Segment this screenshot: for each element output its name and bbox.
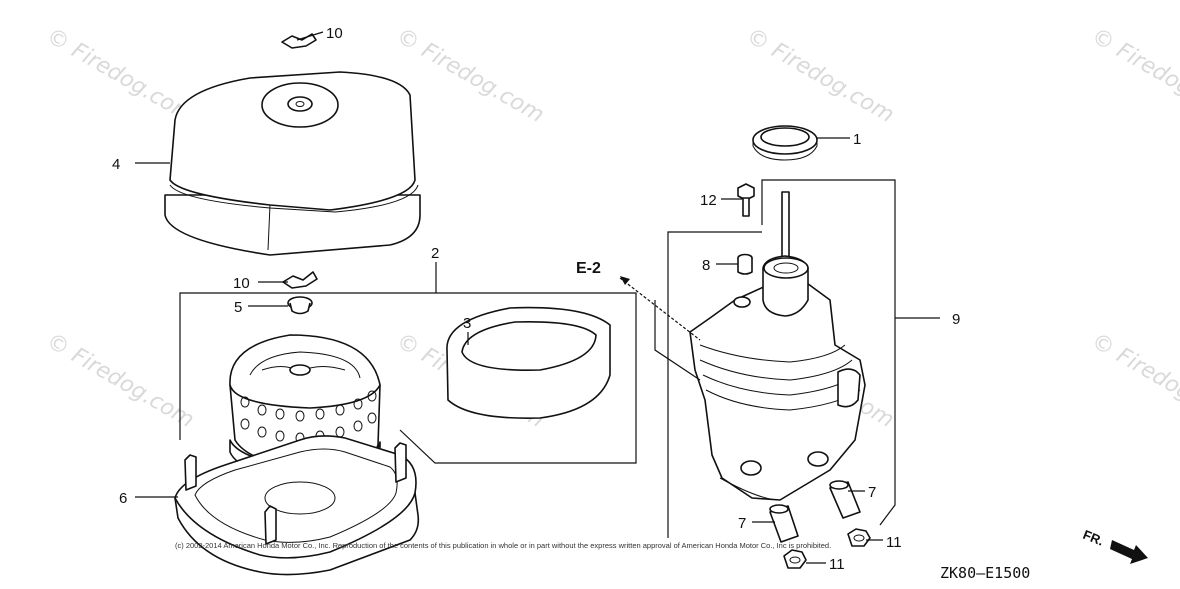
reference-label: E-2 bbox=[576, 260, 601, 277]
watermark: © Firedog.com bbox=[42, 24, 198, 129]
air-cleaner-cover bbox=[164, 71, 421, 256]
sleeve-upper bbox=[829, 480, 861, 519]
wing-nut-lower bbox=[282, 271, 318, 289]
callout-11-lower: 11 bbox=[829, 556, 845, 573]
callout-11-upper: 11 bbox=[886, 534, 902, 551]
callout-10-top: 10 bbox=[326, 25, 343, 42]
callout-2: 2 bbox=[431, 245, 439, 262]
callout-6: 6 bbox=[119, 490, 127, 507]
flange-nut-upper bbox=[847, 528, 871, 547]
reference-arrow bbox=[619, 276, 701, 381]
front-arrow-icon bbox=[1110, 540, 1148, 564]
callout-7-upper: 7 bbox=[868, 484, 876, 501]
seal-ring bbox=[752, 125, 818, 161]
front-direction-indicator: FR. bbox=[1081, 527, 1148, 564]
front-label: FR. bbox=[1081, 527, 1106, 549]
air-cleaner-case bbox=[174, 435, 420, 576]
diagram-code: ZK80—E1500 bbox=[940, 564, 1030, 582]
callout-9: 9 bbox=[952, 311, 960, 328]
foam-element bbox=[446, 306, 611, 419]
sleeve-lower bbox=[769, 504, 799, 543]
group-bracket-2 bbox=[179, 292, 637, 464]
callout-12: 12 bbox=[700, 192, 717, 209]
watermark: © Firedog.com bbox=[42, 329, 198, 434]
group-bracket-9b bbox=[667, 231, 762, 538]
callout-10-lower: 10 bbox=[233, 275, 250, 292]
callout-8: 8 bbox=[702, 257, 710, 274]
group-bracket-9 bbox=[761, 179, 896, 526]
callout-7-lower: 7 bbox=[738, 515, 746, 532]
wing-nut-top bbox=[281, 33, 317, 49]
grommet bbox=[287, 296, 313, 315]
copyright-notice: (c) 2002-2014 American Honda Motor Co., … bbox=[175, 541, 831, 550]
flange-nut-lower bbox=[783, 549, 807, 569]
callout-3: 3 bbox=[463, 315, 471, 332]
watermark: © Firedog.com bbox=[742, 24, 898, 129]
watermark: © Firedog.com bbox=[1087, 329, 1180, 434]
leader-lines bbox=[135, 31, 883, 564]
watermark: © Firedog.com bbox=[1087, 24, 1180, 129]
callout-5: 5 bbox=[234, 299, 242, 316]
air-cleaner-elbow bbox=[689, 191, 866, 501]
bolt bbox=[737, 183, 755, 217]
collar bbox=[737, 253, 753, 275]
callout-1: 1 bbox=[853, 131, 861, 148]
callout-4: 4 bbox=[112, 156, 120, 173]
watermark: © Firedog.com bbox=[392, 24, 548, 129]
